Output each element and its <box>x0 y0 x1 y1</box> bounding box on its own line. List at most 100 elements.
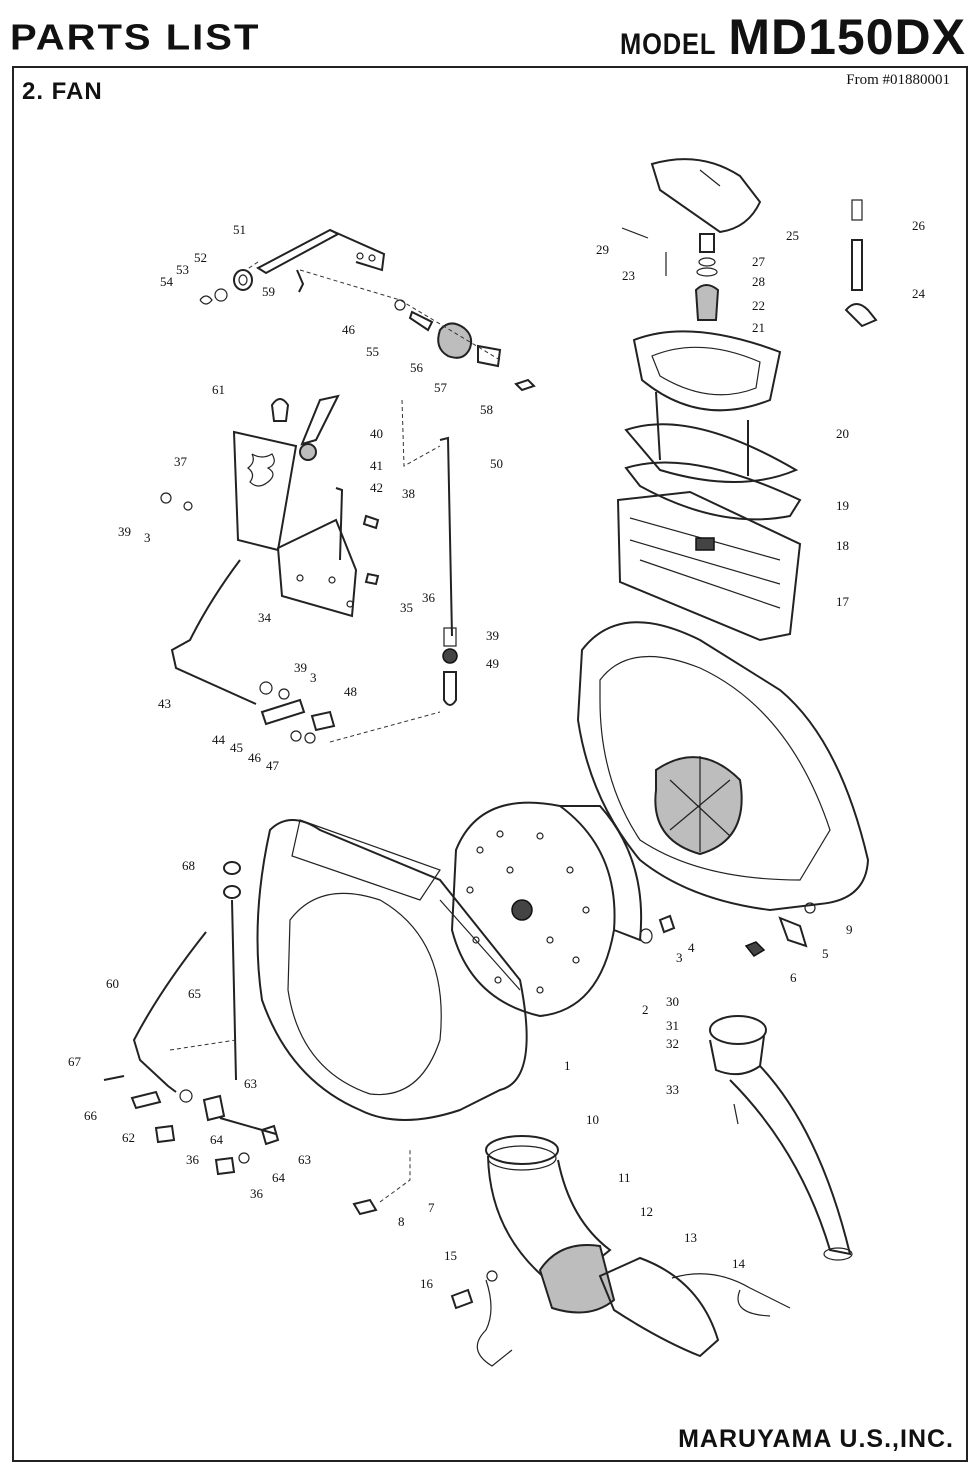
callout-59: 59 <box>262 284 275 299</box>
callout-23: 23 <box>622 268 635 283</box>
callout-47: 47 <box>266 758 280 773</box>
callout-21: 21 <box>752 320 765 335</box>
callout-32: 32 <box>666 1036 679 1051</box>
callout-55: 55 <box>366 344 379 359</box>
lever-bracket-part <box>276 487 358 618</box>
callout-12: 12 <box>640 1204 653 1219</box>
link-plate-part <box>160 492 380 744</box>
throttle-rod-part <box>170 559 257 705</box>
callout-68: 68 <box>182 858 195 873</box>
callout-18: 18 <box>836 538 849 553</box>
gasket-part <box>624 461 802 521</box>
callout-43: 43 <box>158 696 171 711</box>
section-title: 2. FAN <box>22 78 103 105</box>
callout-63: 63 <box>298 1152 311 1167</box>
bolt-part <box>352 1198 378 1216</box>
callout-13: 13 <box>684 1230 697 1245</box>
callout-33: 33 <box>666 1082 679 1097</box>
callout-61: 61 <box>212 382 225 397</box>
pin-part <box>296 269 305 293</box>
callout-57: 57 <box>434 380 448 395</box>
pipe-part <box>538 1244 720 1358</box>
callout-3: 3 <box>310 670 317 685</box>
fan-impeller-part <box>450 801 643 1018</box>
callout-63: 63 <box>244 1076 257 1091</box>
callout-34: 34 <box>258 610 272 625</box>
knob-part <box>270 398 290 422</box>
callout-28: 28 <box>752 274 765 289</box>
callout-5: 5 <box>822 946 829 961</box>
callout-39: 39 <box>118 524 131 539</box>
callout-42: 42 <box>370 480 383 495</box>
callout-66: 66 <box>84 1108 98 1123</box>
throttle-shaft-part <box>255 228 386 275</box>
callout-48: 48 <box>344 684 357 699</box>
callout-1: 1 <box>564 1058 571 1073</box>
callout-27: 27 <box>752 254 766 269</box>
callout-50: 50 <box>490 456 503 471</box>
callout-40: 40 <box>370 426 383 441</box>
callout-53: 53 <box>176 262 189 277</box>
callout-3: 3 <box>676 950 683 965</box>
pipe-cord-part <box>450 1270 791 1367</box>
cable-adjuster-part <box>394 299 536 392</box>
model-heading: MODEL MD150DX <box>603 8 966 66</box>
callout-6: 6 <box>790 970 797 985</box>
callout-14: 14 <box>732 1256 746 1271</box>
knob-screw-part <box>621 227 720 321</box>
callout-7: 7 <box>428 1200 435 1215</box>
callout-36: 36 <box>186 1152 200 1167</box>
callout-58: 58 <box>480 402 493 417</box>
callout-60: 60 <box>106 976 119 991</box>
callout-24: 24 <box>912 286 926 301</box>
bushing-part <box>199 269 253 305</box>
filter-case-part <box>632 330 782 476</box>
callout-36: 36 <box>422 590 436 605</box>
callout-64: 64 <box>272 1170 286 1185</box>
fan-case-back-part <box>576 621 870 912</box>
callout-11: 11 <box>618 1170 631 1185</box>
back-cover-fasteners <box>639 902 816 957</box>
callout-46: 46 <box>248 750 262 765</box>
callout-65: 65 <box>188 986 201 1001</box>
throttle-plate-part <box>232 430 298 552</box>
callout-29: 29 <box>596 242 609 257</box>
carburetor-part <box>616 490 802 642</box>
model-prefix: MODEL <box>620 28 717 61</box>
callout-49: 49 <box>486 656 499 671</box>
callout-10: 10 <box>586 1112 599 1127</box>
callout-62: 62 <box>122 1130 135 1145</box>
callout-20: 20 <box>836 426 849 441</box>
throttle-cable-part <box>439 436 458 706</box>
stop-rod-part <box>103 861 280 1176</box>
throttle-lever-part <box>299 394 340 461</box>
callout-15: 15 <box>444 1248 457 1263</box>
callout-4: 4 <box>688 940 695 955</box>
callout-44: 44 <box>212 732 226 747</box>
callout-3: 3 <box>144 530 151 545</box>
callout-41: 41 <box>370 458 383 473</box>
diagram-frame <box>12 66 968 1462</box>
fan-case-front-part <box>256 819 528 1121</box>
flex-tube-part <box>709 1015 853 1261</box>
callout-45: 45 <box>230 740 243 755</box>
callout-67: 67 <box>68 1054 82 1069</box>
air-cleaner-cover-part <box>650 158 762 234</box>
callout-37: 37 <box>174 454 188 469</box>
page-title: PARTS LIST <box>10 18 261 58</box>
callout-26: 26 <box>912 218 926 233</box>
callout-22: 22 <box>752 298 765 313</box>
callout-39: 39 <box>294 660 307 675</box>
callout-labels: 51 52 53 54 59 46 55 56 57 58 61 40 41 4… <box>68 218 926 1291</box>
callout-35: 35 <box>400 600 413 615</box>
callout-30: 30 <box>666 994 679 1009</box>
manufacturer-name: MARUYAMA U.S.,INC. <box>678 1425 954 1453</box>
callout-19: 19 <box>836 498 849 513</box>
choke-rod-part <box>844 199 878 328</box>
callout-51: 51 <box>233 222 246 237</box>
callout-38: 38 <box>402 486 415 501</box>
callout-2: 2 <box>642 1002 649 1017</box>
callout-39: 39 <box>486 628 499 643</box>
callout-36: 36 <box>250 1186 264 1201</box>
